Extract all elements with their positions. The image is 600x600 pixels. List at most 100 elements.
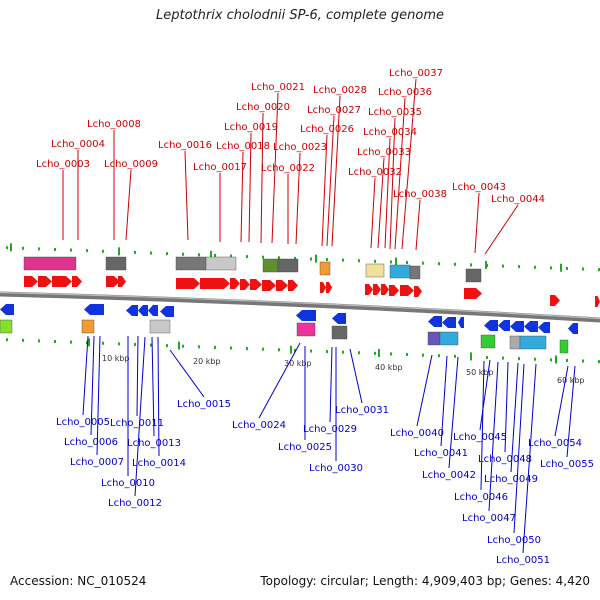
forward-gene-arrow [373,284,381,295]
feature-box [465,268,482,283]
forward-gene-arrow [381,284,389,295]
tick-mark [550,358,552,362]
feature-box [23,256,77,271]
forward-gene-arrow [230,278,240,289]
forward-gene-label: Lcho_0018 [216,141,270,152]
tick-mark [262,255,264,259]
forward-gene-arrow [365,284,373,295]
gene-leader-line [401,78,417,250]
forward-gene-arrow [595,296,600,307]
gene-leader-line [566,365,576,458]
feature-box [480,334,496,349]
major-tick-mark [470,352,472,361]
major-tick-mark [178,341,180,350]
feature-box [0,319,13,334]
reverse-gene-label: Lcho_0025 [278,442,332,453]
forward-gene-arrow [288,280,298,291]
tick-mark [534,265,536,269]
forward-gene-label: Lcho_0037 [389,68,443,79]
forward-gene-arrow [118,276,126,287]
gene-leader-line [415,199,421,251]
gene-leader-line [240,151,244,243]
tick-mark [150,343,152,347]
feature-box [81,319,95,334]
reverse-gene-arrow [442,317,456,328]
gene-leader-line [484,204,519,255]
reverse-gene-label: Lcho_0047 [462,513,516,524]
tick-mark [38,339,40,343]
feature-box [319,261,331,276]
forward-gene-arrow [176,278,200,289]
tick-mark [134,250,136,254]
tick-mark [406,261,408,265]
gene-leader-line [416,354,433,427]
gene-leader-line [513,363,525,534]
tick-mark [566,358,568,362]
forward-gene-arrow [276,280,288,291]
tick-mark [278,348,280,352]
tick-mark [454,354,456,358]
tick-mark [86,249,88,253]
tick-mark [70,248,72,252]
tick-mark [166,344,168,348]
reverse-gene-label: Lcho_0048 [478,454,532,465]
reverse-gene-arrow [484,320,498,331]
tick-mark [54,247,56,251]
feature-box [262,258,279,273]
major-tick-mark [88,338,90,347]
accession-text: Accession: NC_010524 [10,574,147,588]
forward-gene-label: Lcho_0020 [236,102,290,113]
tick-mark [438,354,440,358]
reverse-gene-label: Lcho_0007 [70,457,124,468]
forward-gene-label: Lcho_0016 [158,140,212,151]
tick-mark [454,262,456,266]
tick-mark [550,266,552,270]
scale-label: 10 kbp [102,354,130,363]
reverse-gene-label: Lcho_0024 [232,420,286,431]
reverse-gene-label: Lcho_0054 [528,438,582,449]
tick-mark [6,338,8,342]
tick-mark [294,348,296,352]
tick-mark [406,353,408,357]
tick-mark [54,339,56,343]
major-tick-mark [560,263,562,272]
forward-gene-label: Lcho_0027 [307,105,361,116]
feature-box [409,265,421,280]
forward-gene-label: Lcho_0003 [36,159,90,170]
forward-gene-arrow [52,276,72,287]
scale-label: 60 kbp [557,376,585,385]
forward-gene-label: Lcho_0004 [51,139,105,150]
gene-leader-line [389,117,396,250]
topology-text: Topology: circular; Length: 4,909,403 bp… [260,574,590,588]
feature-box [439,331,459,346]
tick-mark [310,257,312,261]
gene-leader-line [329,346,333,423]
tick-mark [422,261,424,265]
tick-mark [486,355,488,359]
reverse-gene-label: Lcho_0006 [64,437,118,448]
gene-leader-line [271,92,279,244]
reverse-gene-label: Lcho_0014 [132,458,186,469]
gene-leader-line [151,336,155,437]
gene-leader-line [184,150,189,241]
tick-mark [310,349,312,353]
forward-gene-arrow [326,282,332,293]
major-tick-mark [485,260,487,269]
tick-mark [374,351,376,355]
gene-leader-line [394,97,406,250]
scale-label: 50 kbp [466,368,494,377]
reverse-gene-arrow [498,320,510,331]
tick-mark [246,255,248,259]
tick-mark [278,256,280,260]
reverse-gene-label: Lcho_0005 [56,417,110,428]
reverse-gene-arrow [160,306,174,317]
gene-leader-line [474,192,480,254]
reverse-gene-label: Lcho_0031 [335,405,389,416]
forward-gene-label: Lcho_0043 [452,182,506,193]
feature-box [175,256,207,271]
gene-leader-line [522,363,537,554]
reverse-gene-label: Lcho_0029 [303,424,357,435]
gene-leader-line [169,349,205,398]
tick-mark [198,253,200,257]
